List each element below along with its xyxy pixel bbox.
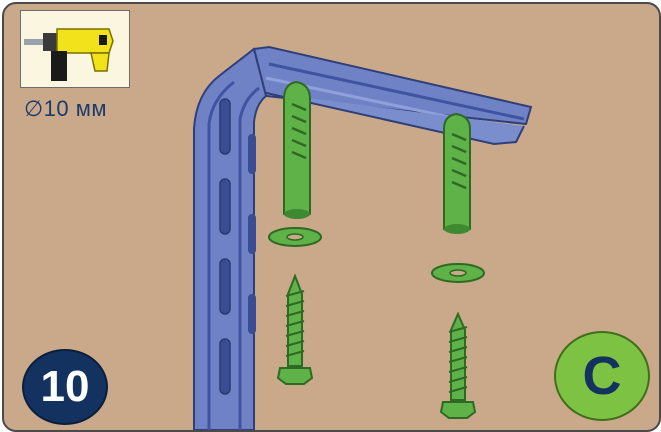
tool-requirement-box [20, 10, 130, 88]
screw-left [278, 276, 312, 384]
wall-plug-right [444, 114, 470, 234]
wall-plug-left [284, 82, 310, 219]
drill-size-label: ∅10 мм [24, 96, 107, 122]
step-number-badge: 10 [22, 349, 108, 425]
drill-icon [21, 11, 129, 87]
bracket-vertical-arm [194, 49, 266, 430]
washer-left [269, 228, 321, 246]
washer-right [432, 264, 484, 282]
part-letter-badge: C [554, 331, 650, 421]
screw-right [441, 314, 475, 418]
